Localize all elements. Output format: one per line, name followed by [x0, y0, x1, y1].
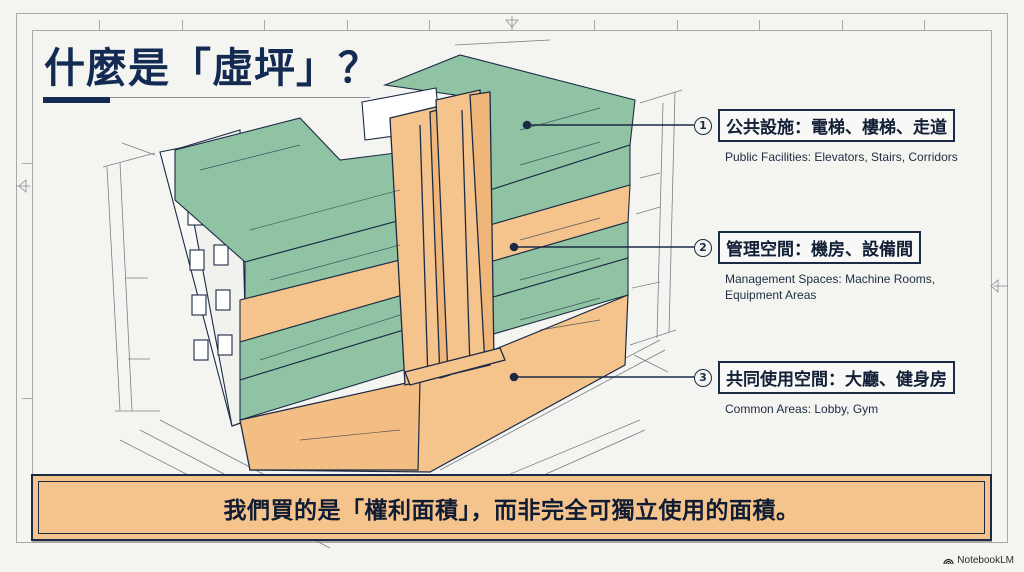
ruler-tick	[182, 20, 183, 30]
summary-text: 我們買的是「權利面積」，而非完全可獨立使用的面積。	[223, 497, 800, 524]
private-units-right	[382, 54, 636, 336]
title-underline-line	[110, 97, 370, 98]
interior-details	[199, 107, 601, 441]
callout-subtitle: Management Spaces: Machine Rooms,	[725, 272, 936, 286]
callout-leaders	[509, 120, 694, 382]
notebooklm-watermark: NotebookLM	[943, 555, 1014, 566]
callout-subtitle-line2: Equipment Areas	[725, 288, 817, 302]
watermark-label: NotebookLM	[957, 555, 1014, 566]
callout-label: 公共設施：電梯、樓梯、走道	[718, 109, 955, 142]
callout-number-badge: 2	[694, 239, 712, 257]
page-title: 什麼是「虛坪」？	[44, 44, 380, 92]
callout-label: 管理空間：機房、設備間	[718, 231, 921, 264]
ruler-tick	[22, 398, 32, 399]
center-markers	[16, 16, 1008, 293]
elevator-stair-cores	[389, 89, 506, 386]
ruler-tick	[759, 20, 760, 30]
ruler-tick	[924, 20, 925, 30]
ruler-tick	[842, 20, 843, 30]
ruler-tick	[594, 20, 595, 30]
notebooklm-logo-icon	[943, 558, 954, 565]
blueprint-frame-outer	[16, 13, 1008, 543]
summary-banner-inner: 我們買的是「權利面積」，而非完全可獨立使用的面積。	[38, 481, 985, 534]
summary-banner: 我們買的是「權利面積」，而非完全可獨立使用的面積。	[31, 474, 992, 541]
callout-number-badge: 1	[694, 117, 712, 135]
callout-subtitle: Common Areas: Lobby, Gym	[725, 402, 879, 416]
ruler-tick	[677, 20, 678, 30]
ruler-tick	[347, 20, 348, 30]
title-underline-accent	[43, 97, 110, 103]
callout-number-badge: 3	[694, 369, 712, 387]
callout-label: 共同使用空間：大廳、健身房	[718, 361, 955, 394]
ruler-tick	[429, 20, 430, 30]
callout-subtitle: Public Facilities: Elevators, Stairs, Co…	[725, 150, 958, 164]
lobby-gym-area	[239, 294, 629, 473]
ruler-tick	[264, 20, 265, 30]
ruler-tick	[22, 163, 32, 164]
private-units-left	[174, 117, 421, 421]
ruler-tick	[99, 20, 100, 30]
